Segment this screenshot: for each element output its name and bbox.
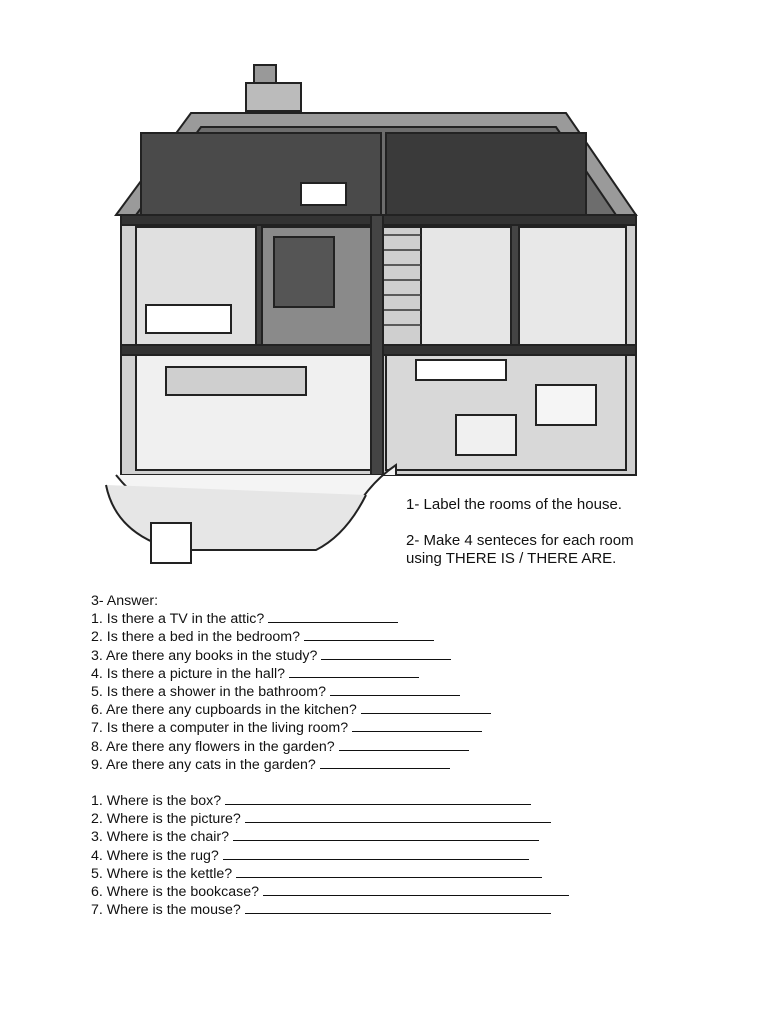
answer-blank[interactable] [222, 847, 529, 860]
answer-blank[interactable] [338, 738, 469, 751]
question-8: 8. Are there any flowers in the garden? [91, 738, 569, 756]
question-text: 5. Is there a shower in the bathroom? [91, 684, 327, 701]
answer-blank[interactable] [352, 719, 483, 733]
where-question-1: 1. Where is the box? [91, 792, 569, 810]
answer-blank[interactable] [262, 883, 569, 897]
where-question-2: 2. Where is the picture? [91, 810, 569, 828]
question-5: 5. Is there a shower in the bathroom? [91, 683, 569, 701]
instruction-2-line-1: 2- Make 4 senteces for each room [406, 532, 634, 549]
question-text: 5. Where is the kettle? [91, 865, 233, 882]
question-text: 6. Are there any cupboards in the kitche… [91, 702, 357, 719]
question-9: 9. Are there any cats in the garden? [91, 756, 569, 774]
question-text: 2. Where is the picture? [91, 811, 241, 828]
answer-blank[interactable] [304, 628, 435, 642]
where-question-7: 7. Where is the mouse? [91, 901, 569, 919]
house-illustration [105, 64, 638, 564]
answer-blank[interactable] [268, 610, 399, 624]
question-text: 3. Where is the chair? [91, 829, 229, 846]
answer-blank[interactable] [233, 828, 539, 842]
question-text: 8. Are there any flowers in the garden? [91, 738, 335, 755]
answer-blank[interactable] [360, 701, 491, 715]
section-heading: 3- Answer: [91, 593, 159, 609]
question-text: 6. Where is the bookcase? [91, 884, 259, 901]
question-4: 4. Is there a picture in the hall? [91, 665, 569, 683]
where-question-5: 5. Where is the kettle? [91, 865, 569, 883]
answer-section: 3- Answer: 1. Is there a TV in the attic… [91, 592, 569, 919]
question-1: 1. Is there a TV in the attic? [91, 610, 569, 628]
answer-blank[interactable] [225, 792, 532, 806]
question-text: 3. Are there any books in the study? [91, 647, 318, 664]
instruction-2: 2- Make 4 senteces for each room using T… [406, 532, 634, 568]
question-text: 9. Are there any cats in the garden? [91, 756, 316, 773]
question-7: 7. Is there a computer in the living roo… [91, 719, 569, 737]
where-question-3: 3. Where is the chair? [91, 828, 569, 846]
answer-blank[interactable] [319, 756, 450, 769]
question-6: 6. Are there any cupboards in the kitche… [91, 701, 569, 719]
question-text: 7. Is there a computer in the living roo… [91, 720, 349, 737]
question-text: 4. Is there a picture in the hall? [91, 665, 286, 682]
instruction-2-line-2: using THERE IS / THERE ARE. [406, 550, 617, 567]
question-text: 1. Where is the box? [91, 793, 222, 810]
answer-blank[interactable] [244, 901, 551, 915]
question-text: 1. Is there a TV in the attic? [91, 611, 265, 628]
answer-blank[interactable] [289, 665, 420, 678]
instruction-1: 1- Label the rooms of the house. [406, 496, 622, 513]
question-2: 2. Is there a bed in the bedroom? [91, 628, 569, 646]
answer-blank[interactable] [330, 683, 461, 697]
answer-blank[interactable] [236, 865, 543, 878]
question-3: 3. Are there any books in the study? [91, 647, 569, 665]
answer-blank[interactable] [244, 810, 551, 824]
where-question-4: 4. Where is the rug? [91, 847, 569, 865]
where-question-6: 6. Where is the bookcase? [91, 883, 569, 901]
spacer [91, 774, 569, 792]
question-text: 7. Where is the mouse? [91, 902, 241, 919]
question-text: 4. Where is the rug? [91, 847, 219, 864]
question-text: 2. Is there a bed in the bedroom? [91, 629, 301, 646]
answer-blank[interactable] [321, 647, 452, 660]
